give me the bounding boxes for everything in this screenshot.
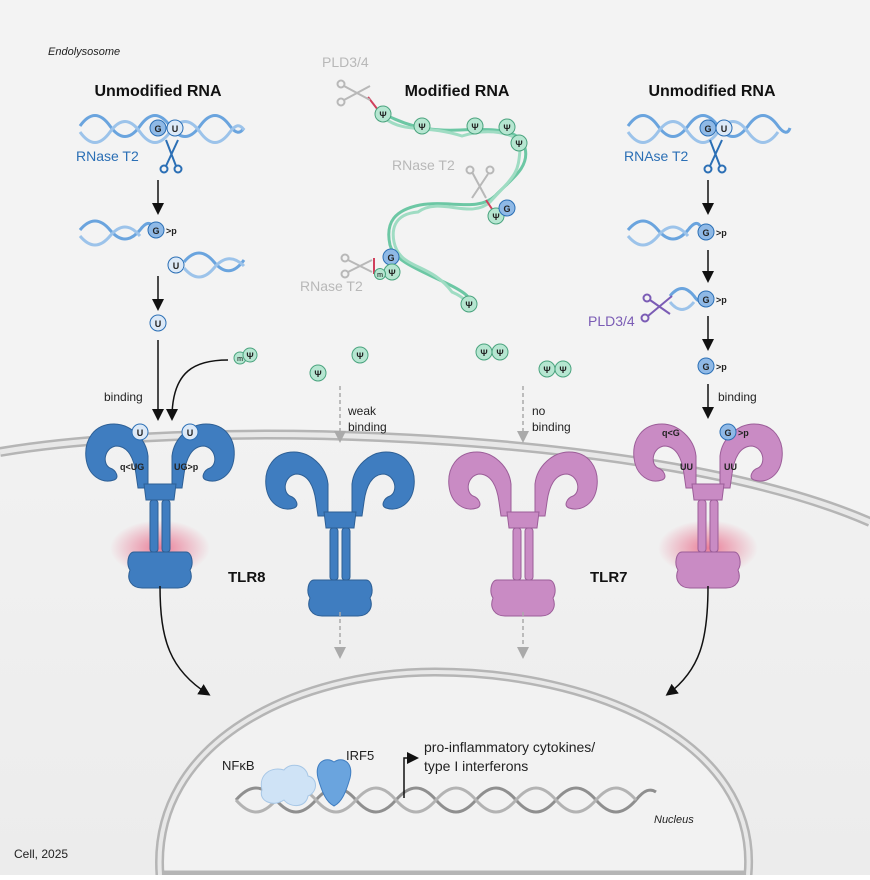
no-label: no (532, 404, 546, 418)
svg-text:G: G (503, 204, 510, 214)
tlr8-left-site: q<UG (120, 462, 144, 472)
scissors-icon-right (703, 139, 727, 174)
psi-nucleotides: Ψ Ψ Ψ Ψ Ψ Ψ G G Ψ m Ψ (374, 105, 528, 313)
left-rnase-t2: RNase T2 (76, 148, 139, 164)
svg-text:Ψ: Ψ (246, 351, 253, 361)
svg-text:Ψ: Ψ (543, 365, 550, 375)
modified-rna-strand (379, 110, 528, 306)
svg-text:Ψ: Ψ (465, 300, 472, 310)
svg-text:Ψ: Ψ (418, 122, 425, 132)
no-binding-label: binding (532, 420, 571, 434)
right-column-title: Unmodified RNA (648, 83, 776, 100)
nuc-u-fragment (167, 256, 185, 274)
nuc-g-left (149, 119, 167, 137)
svg-text:Ψ: Ψ (503, 123, 510, 133)
irf5-label: IRF5 (346, 748, 374, 763)
tlr7-right-site: >p (738, 428, 749, 438)
nuc-g-cyclic (147, 221, 165, 239)
svg-text:U: U (173, 261, 180, 271)
svg-text:Ψ: Ψ (515, 139, 522, 149)
middle-column-title: Modified RNA (405, 83, 510, 100)
right-rna-fragment (626, 219, 702, 247)
purple-scissors-icon (640, 293, 673, 323)
nucleus-envelope-inner (157, 669, 751, 876)
svg-text:>p: >p (716, 295, 727, 305)
tlr8-label: TLR8 (228, 569, 266, 586)
nuc-u-left (166, 119, 184, 137)
irf5-protein (316, 759, 352, 807)
right-rnase-t2: RNAse T2 (624, 148, 689, 164)
middle-pld-label: PLD3/4 (322, 54, 369, 70)
svg-text:U: U (187, 428, 194, 438)
tlr7-uu-left: UU (680, 462, 693, 472)
scissors-icon (159, 139, 183, 174)
tlr7-signal-arrow (665, 585, 709, 696)
svg-text:Ψ: Ψ (379, 110, 386, 120)
free-psi-nucleotides: Ψ Ψ Ψ Ψ Ψ Ψ (309, 343, 572, 382)
left-arrow-psi (166, 359, 229, 421)
svg-text:G: G (702, 295, 709, 305)
svg-text:Ψ: Ψ (388, 268, 395, 278)
svg-text:Ψ: Ψ (356, 351, 363, 361)
transcription-start-arrow (403, 752, 419, 798)
svg-text:G: G (152, 226, 159, 236)
tlr7-label: TLR7 (590, 569, 628, 586)
svg-text:m: m (377, 272, 383, 279)
tlr8-right-site: UG>p (174, 462, 199, 472)
svg-text:U: U (155, 319, 162, 329)
svg-text:G: G (702, 362, 709, 372)
citation: Cell, 2025 (14, 847, 68, 861)
svg-text:G: G (702, 228, 709, 238)
output-label-2: type I interferons (424, 758, 528, 774)
grey-scissors-icon-2 (465, 165, 495, 199)
middle-rnase-low: RNase T2 (300, 278, 363, 294)
grey-scissors-icon (336, 79, 371, 107)
output-label-1: pro-inflammatory cytokines/ (424, 739, 595, 755)
weak-label: weak (347, 404, 377, 418)
right-pld-label: PLD3/4 (588, 313, 635, 329)
endolysosome-label: Endolysosome (48, 46, 120, 58)
svg-text:Ψ: Ψ (314, 369, 321, 379)
svg-text:G: G (704, 124, 711, 134)
weak-binding-label: binding (348, 420, 387, 434)
svg-text:Ψ: Ψ (480, 348, 487, 358)
nuc-u-free (149, 314, 167, 332)
svg-text:>p: >p (716, 362, 727, 372)
grey-scissors-icon-3 (340, 253, 373, 279)
endolysosome-area (0, 0, 870, 525)
nfkb-label: NFκB (222, 758, 255, 773)
svg-text:Ψ: Ψ (496, 348, 503, 358)
svg-text:>p: >p (716, 228, 727, 238)
svg-text:m: m (237, 356, 243, 363)
nfkb-protein (260, 764, 316, 806)
left-rna-fragment-2 (182, 251, 246, 279)
left-rna-fragment (78, 219, 154, 247)
middle-rnase-mid: RNase T2 (392, 157, 455, 173)
left-column-title: Unmodified RNA (94, 83, 222, 100)
svg-text:Ψ: Ψ (492, 212, 499, 222)
svg-text:U: U (172, 124, 179, 134)
svg-text:U: U (721, 124, 728, 134)
svg-text:Ψ: Ψ (559, 365, 566, 375)
left-binding-label: binding (104, 390, 143, 404)
nucleus-label: Nucleus (654, 814, 694, 826)
tlr8-signal-arrow (159, 585, 211, 696)
right-binding-label: binding (718, 390, 757, 404)
tlr7-left-site: q<G (662, 428, 680, 438)
svg-text:G: G (387, 253, 394, 263)
svg-text:Ψ: Ψ (471, 122, 478, 132)
svg-text:G: G (154, 124, 161, 134)
svg-text:G: G (724, 428, 731, 438)
svg-text:U: U (137, 428, 144, 438)
tlr7-uu-right: UU (724, 462, 737, 472)
svg-text:>p: >p (166, 226, 177, 236)
